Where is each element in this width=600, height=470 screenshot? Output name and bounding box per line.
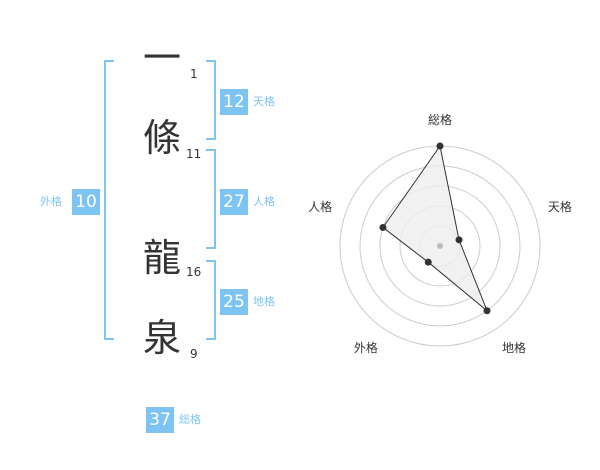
jinkaku-label: 人格 (253, 195, 275, 208)
name-char-1: 一 (142, 36, 181, 80)
chikaku-value: 25 (220, 289, 248, 315)
tenkaku-label: 天格 (253, 95, 275, 108)
radar-axis-label: 外格 (354, 340, 378, 355)
soukaku-value: 37 (146, 407, 174, 433)
stroke-count-3: 16 (186, 265, 202, 279)
tenkaku-value: 12 (220, 89, 248, 115)
radar-point-1 (436, 142, 444, 150)
jinkaku-value: 27 (220, 189, 248, 215)
name-char-2: 條 (142, 116, 181, 160)
gaikaku-bracket (104, 60, 114, 340)
radar-axis-label: 人格 (308, 199, 332, 214)
gaikaku-value: 10 (72, 189, 100, 215)
radar-axis-label: 総格 (428, 112, 452, 127)
chikaku-bracket (206, 260, 216, 340)
soukaku-label: 総格 (179, 413, 201, 426)
radar-point-5 (379, 223, 387, 231)
stroke-count-4: 9 (190, 347, 198, 361)
gaikaku-label: 外格 (40, 195, 62, 208)
radar-axis-label: 地格 (502, 340, 526, 355)
stroke-count-1: 1 (190, 67, 198, 81)
radar-axis-label: 天格 (548, 199, 572, 214)
radar-point-2 (455, 236, 463, 244)
stroke-count-2: 11 (186, 147, 202, 161)
tenkaku-bracket (206, 60, 216, 140)
jinkaku-bracket (206, 149, 216, 249)
name-char-3: 龍 (142, 236, 181, 280)
radar-point-3 (483, 307, 491, 315)
radar-point-4 (424, 258, 432, 266)
radar-series-area (382, 144, 488, 312)
name-char-4: 泉 (142, 316, 181, 360)
chikaku-label: 地格 (253, 295, 275, 308)
radar-center-dot (437, 243, 443, 249)
